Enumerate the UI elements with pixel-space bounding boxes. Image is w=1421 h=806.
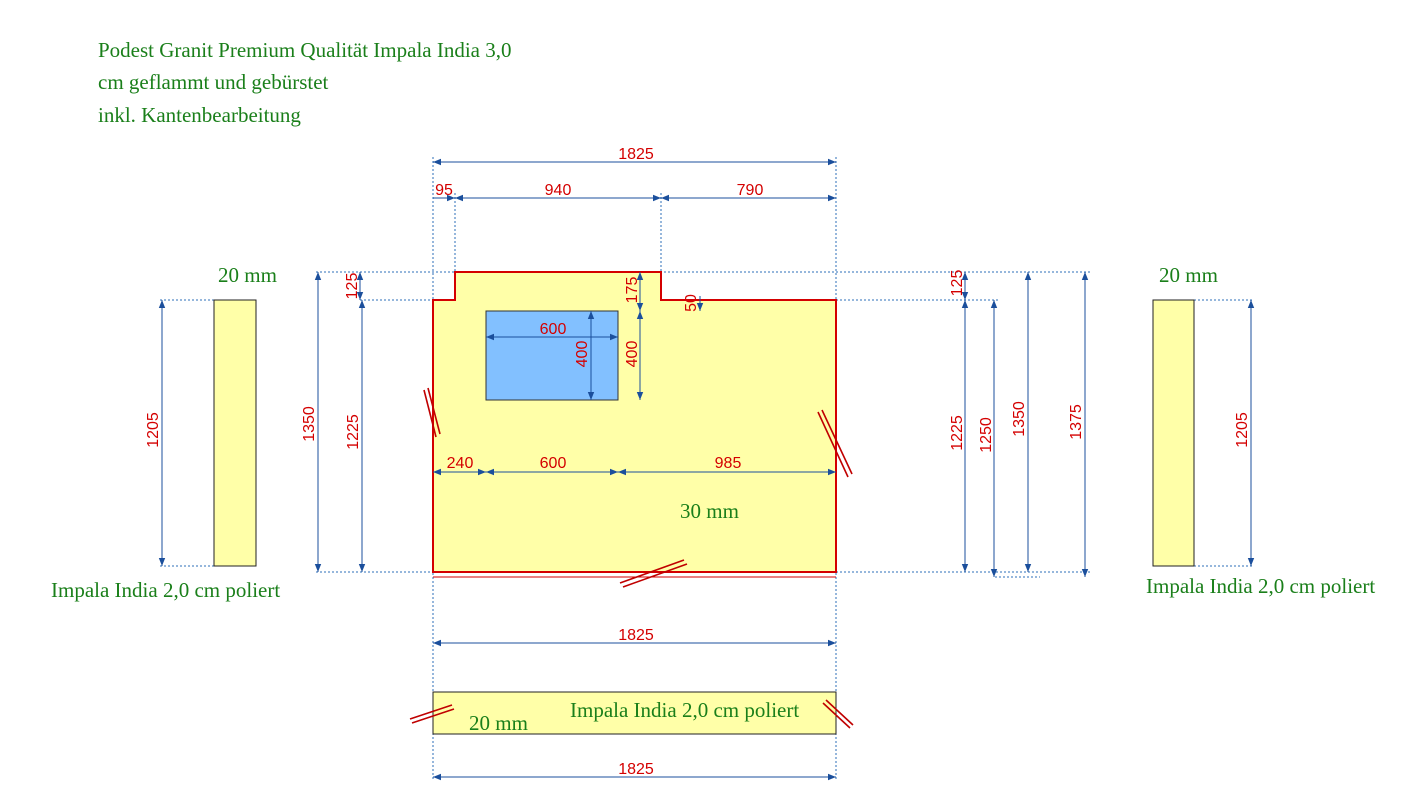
dim-bottom-total: 1825 bbox=[618, 627, 654, 644]
dim-top-seg1: 95 bbox=[435, 182, 453, 199]
dim-right-step: 125 bbox=[949, 270, 966, 297]
dim-strip-total: 1825 bbox=[618, 761, 654, 778]
cutout bbox=[485, 310, 619, 401]
dim-cut-left: 240 bbox=[447, 455, 474, 472]
right-material-label: Impala India 2,0 cm poliert bbox=[1146, 574, 1375, 598]
right-thickness-label: 20 mm bbox=[1159, 263, 1218, 287]
left-strip bbox=[213, 299, 257, 567]
dim-notch-small: 50 bbox=[683, 294, 700, 312]
dim-top-seg3: 790 bbox=[737, 182, 764, 199]
dim-notch-step: 175 bbox=[624, 277, 641, 304]
dim-right-1375: 1375 bbox=[1068, 404, 1085, 440]
dimension-lines bbox=[158, 158, 1255, 781]
cut-marks bbox=[409, 387, 854, 729]
bottom-thickness-label: 20 mm bbox=[469, 711, 528, 735]
right-strip bbox=[1152, 299, 1195, 567]
dim-cutout-height: 400 bbox=[574, 341, 591, 368]
left-material-label: Impala India 2,0 cm poliert bbox=[51, 578, 280, 602]
dim-cut-height: 400 bbox=[624, 341, 641, 368]
dim-cut-width: 600 bbox=[540, 455, 567, 472]
dim-cut-right: 985 bbox=[715, 455, 742, 472]
dim-right-1225: 1225 bbox=[949, 415, 966, 451]
dim-right-1250: 1250 bbox=[978, 417, 995, 453]
title-line-2: cm geflammt und gebürstet bbox=[98, 70, 329, 94]
dim-left-1350: 1350 bbox=[301, 406, 318, 442]
dim-side-right-height: 1205 bbox=[1234, 412, 1251, 448]
title-line-1: Podest Granit Premium Qualität Impala In… bbox=[98, 38, 512, 62]
dim-cutout-width: 600 bbox=[540, 321, 567, 338]
dim-side-left-height: 1205 bbox=[145, 412, 162, 448]
bottom-strip bbox=[432, 691, 837, 735]
dim-top-total: 1825 bbox=[618, 146, 654, 163]
main-thickness-label: 30 mm bbox=[680, 499, 739, 523]
left-thickness-label: 20 mm bbox=[218, 263, 277, 287]
title-line-3: inkl. Kantenbearbeitung bbox=[98, 103, 301, 127]
bottom-material-label: Impala India 2,0 cm poliert bbox=[570, 698, 799, 722]
dim-right-1350: 1350 bbox=[1011, 401, 1028, 437]
dim-left-step: 125 bbox=[344, 273, 361, 300]
dim-top-seg2: 940 bbox=[545, 182, 572, 199]
dim-left-1225: 1225 bbox=[345, 414, 362, 450]
